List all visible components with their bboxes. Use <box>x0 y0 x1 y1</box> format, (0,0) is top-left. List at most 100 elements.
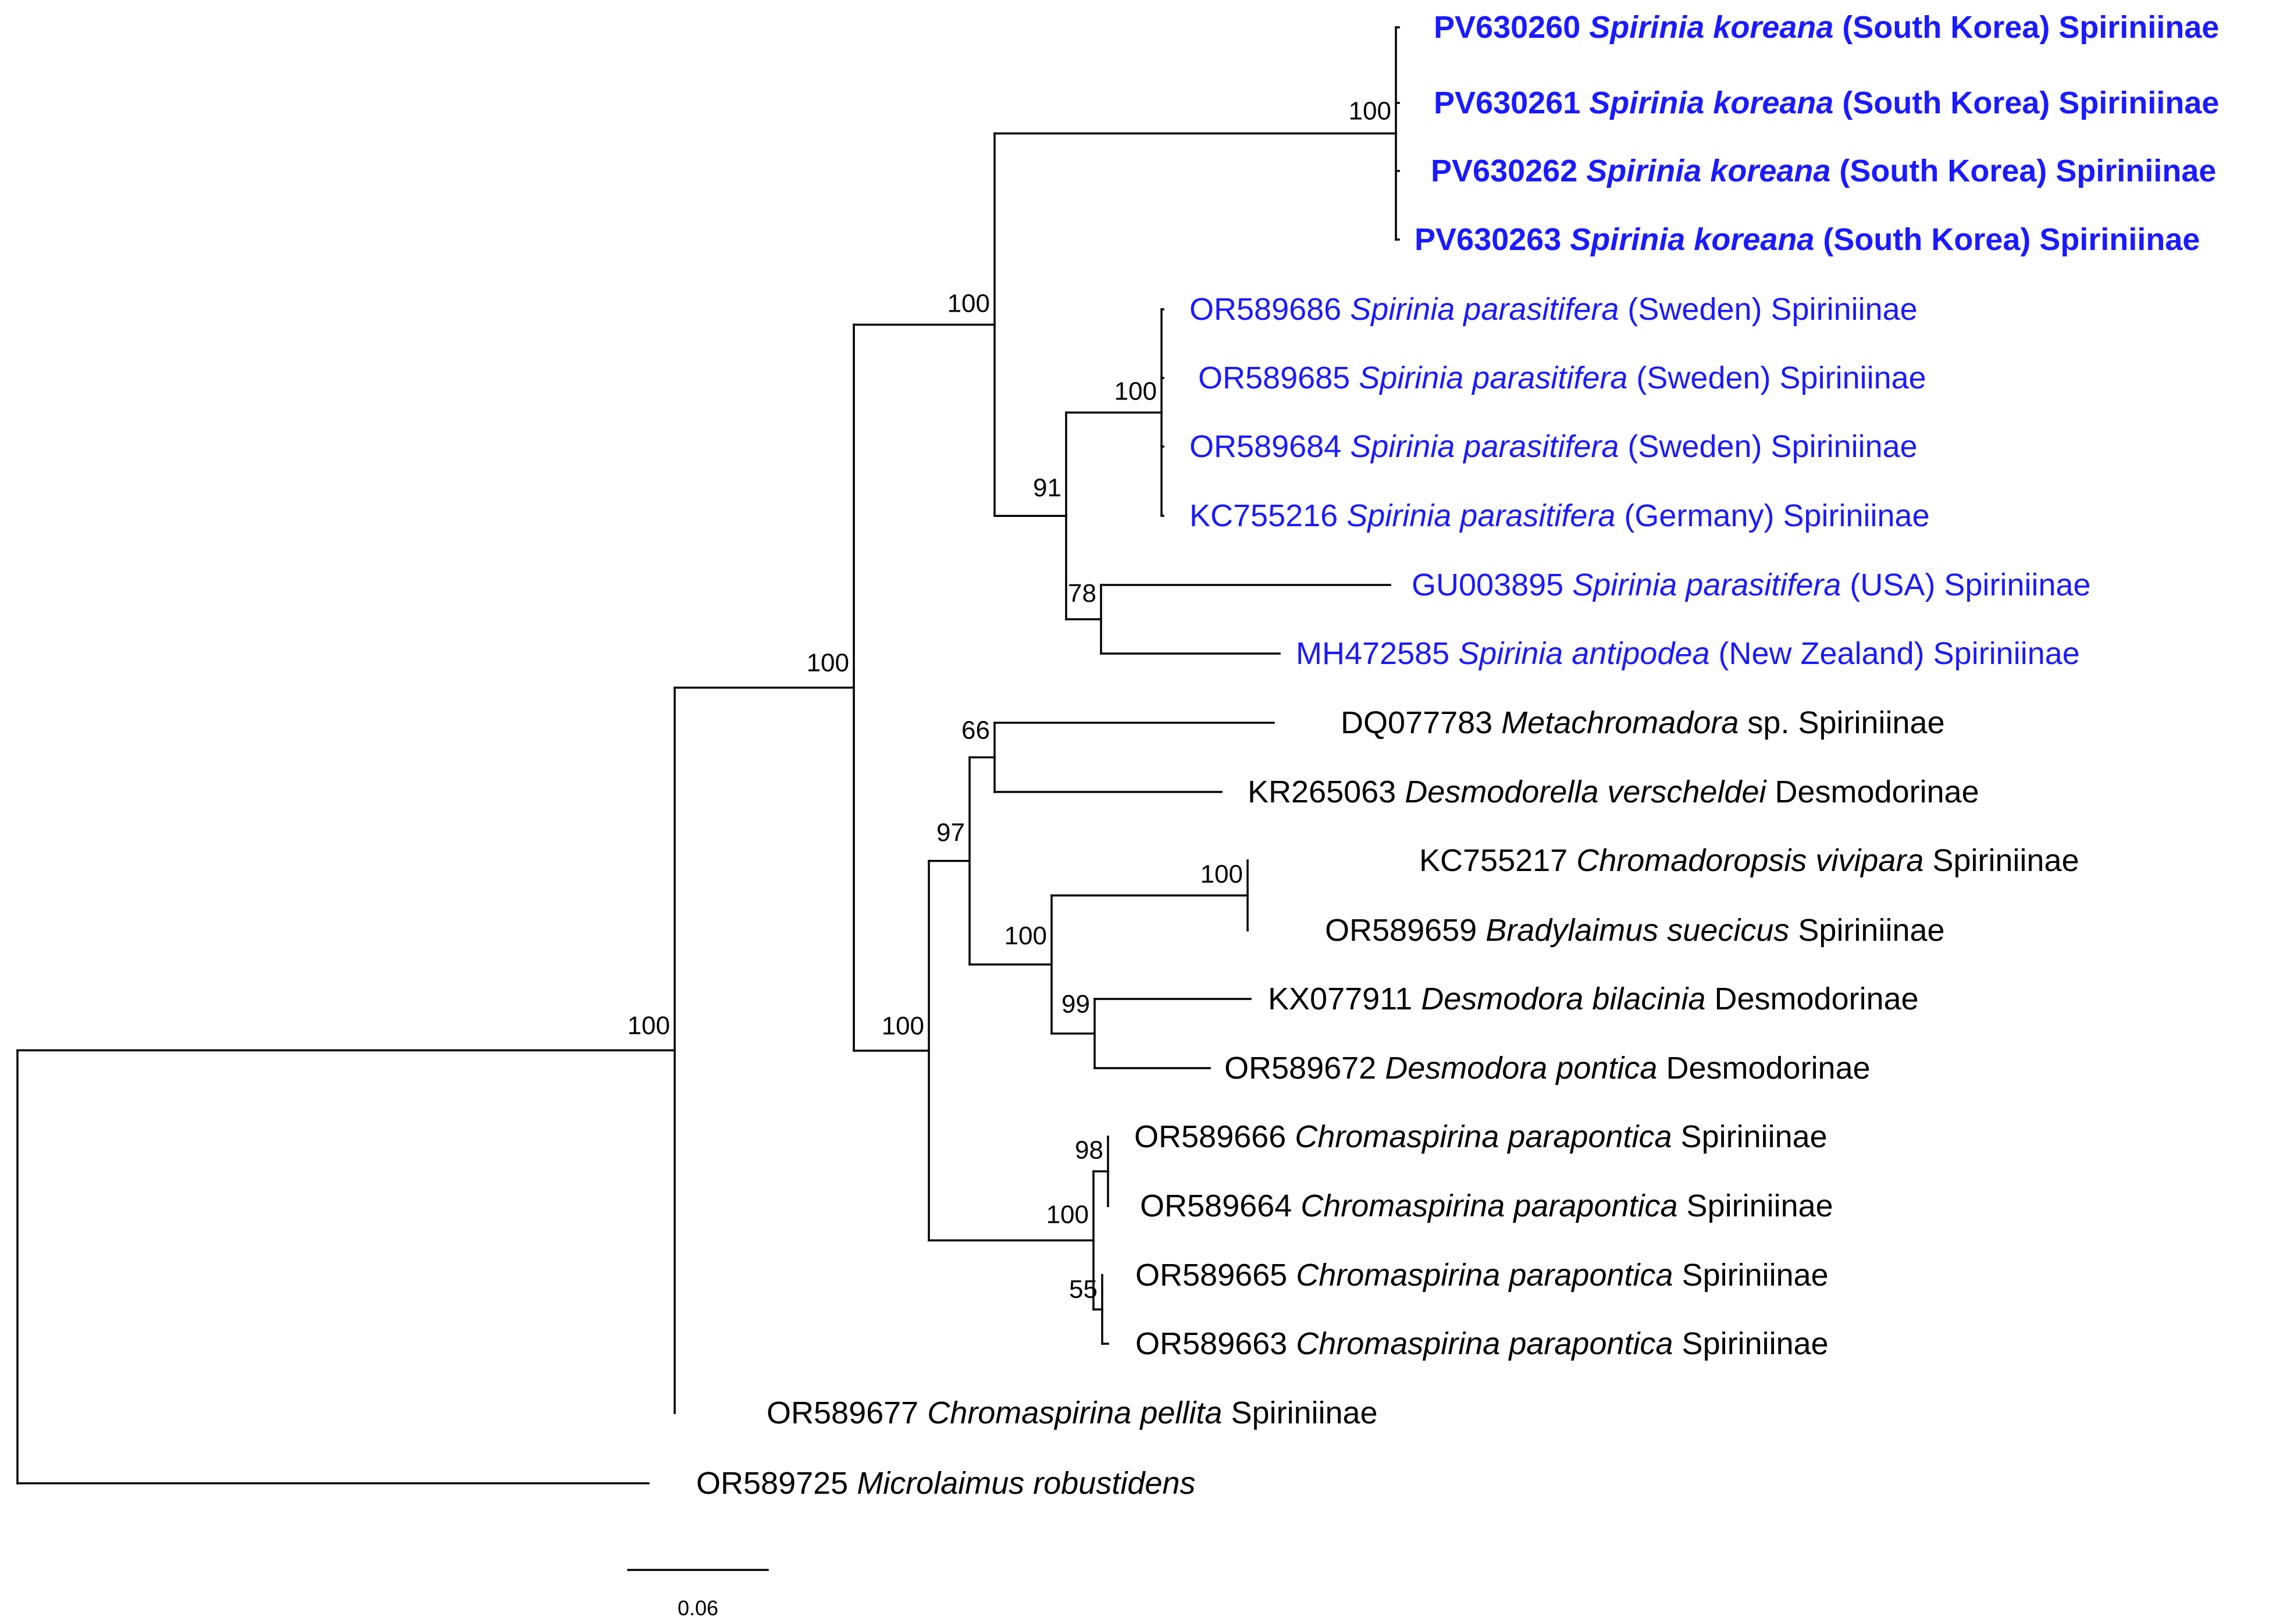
tip-label: OR589725 Microlaimus robustidens <box>696 1466 1195 1501</box>
tip-species: Spirinia antipodea <box>1458 636 1709 671</box>
tip-accession: OR589725 <box>696 1466 857 1501</box>
tip-label: OR589686 Spirinia parasitifera (Sweden) … <box>1189 292 1918 327</box>
tip-label: OR589672 Desmodora pontica Desmodorinae <box>1224 1051 1871 1086</box>
tip-label: OR589664 Chromaspirina parapontica Spiri… <box>1140 1188 1833 1223</box>
tip-details: Spiriniinae <box>1789 913 1944 948</box>
tip-details: Spiriniinae <box>1673 1326 1829 1361</box>
tip-accession: KR265063 <box>1248 774 1405 809</box>
tip-details: (Sweden) Spiriniinae <box>1619 429 1917 464</box>
tip-details: Desmodorinae <box>1766 774 1979 809</box>
tip-species: Spirinia parasitifera <box>1346 498 1615 533</box>
support-value: 99 <box>1061 990 1090 1019</box>
tip-label: KR265063 Desmodorella verscheldei Desmod… <box>1248 774 1979 809</box>
tip-label: GU003895 Spirinia parasitifera (USA) Spi… <box>1412 567 2091 602</box>
tip-label: MH472585 Spirinia antipodea (New Zealand… <box>1296 636 2080 671</box>
tip-details: (Sweden) Spiriniinae <box>1619 292 1917 327</box>
support-value: 91 <box>1033 473 1061 502</box>
tip-label: PV630262 Spirinia koreana (South Korea) … <box>1431 154 2216 188</box>
tip-species: Spirinia koreana <box>1570 222 1814 257</box>
support-value: 100 <box>628 1011 670 1040</box>
support-value: 100 <box>882 1012 924 1040</box>
tip-accession: OR589672 <box>1224 1051 1385 1086</box>
tip-species: Microlaimus robustidens <box>857 1466 1195 1501</box>
tip-species: Metachromadora <box>1501 705 1738 740</box>
tip-label: OR589659 Bradylaimus suecicus Spiriniina… <box>1325 913 1945 948</box>
tip-accession: GU003895 <box>1412 567 1572 602</box>
tip-accession: MH472585 <box>1296 636 1458 671</box>
tip-species: Chromaspirina pellita <box>927 1395 1222 1430</box>
tip-label: DQ077783 Metachromadora sp. Spiriniinae <box>1341 705 1945 740</box>
tip-accession: DQ077783 <box>1341 705 1501 740</box>
tip-label: PV630263 Spirinia koreana (South Korea) … <box>1415 222 2200 257</box>
tip-details: Spiriniinae <box>1678 1188 1833 1223</box>
tip-accession: PV630261 <box>1434 85 1589 120</box>
tip-species: Spirinia koreana <box>1589 85 1833 120</box>
support-value: 100 <box>807 649 849 677</box>
tip-accession: OR589663 <box>1135 1326 1296 1361</box>
tip-accession: PV630263 <box>1415 222 1570 257</box>
tip-species: Chromaspirina parapontica <box>1296 1258 1673 1293</box>
tip-accession: OR589684 <box>1189 429 1350 464</box>
support-value: 97 <box>936 819 965 847</box>
support-values: 100 100 91 78 100 66 97 100 100 99 100 98 55 100 100 10… <box>628 97 1391 1304</box>
tip-label: KX077911 Desmodora bilacinia Desmodorina… <box>1268 981 1919 1016</box>
tree-branches <box>16 26 1400 1484</box>
tip-species: Spirinia parasitifera <box>1359 361 1627 395</box>
tip-details: (South Korea) Spiriniinae <box>1830 154 2216 188</box>
support-value: 100 <box>1004 922 1047 950</box>
tip-label: PV630260 Spirinia koreana (South Korea) … <box>1434 10 2219 45</box>
tip-details: (Sweden) Spiriniinae <box>1627 361 1926 395</box>
tip-accession: PV630260 <box>1434 10 1589 45</box>
tip-species: Spirinia parasitifera <box>1572 567 1841 602</box>
tip-accession: KC755217 <box>1419 843 1576 878</box>
support-value: 100 <box>1046 1200 1089 1229</box>
tip-species: Spirinia parasitifera <box>1350 429 1619 464</box>
tip-species: Desmodorella verscheldei <box>1405 774 1767 809</box>
tip-accession: OR589664 <box>1140 1188 1301 1223</box>
tip-label: OR589684 Spirinia parasitifera (Sweden) … <box>1189 429 1918 464</box>
tip-species: Chromadoropsis vivipara <box>1576 843 1923 878</box>
tip-label: OR589677 Chromaspirina pellita Spiriniin… <box>767 1395 1378 1430</box>
tip-accession: PV630262 <box>1431 154 1586 188</box>
tip-details: sp. Spiriniinae <box>1738 705 1944 740</box>
tip-species: Desmodora bilacinia <box>1421 981 1705 1016</box>
tip-label: OR589666 Chromaspirina parapontica Spiri… <box>1134 1119 1827 1154</box>
tip-accession: KX077911 <box>1268 981 1421 1016</box>
tip-species: Spirinia koreana <box>1589 10 1833 45</box>
tip-label: OR589663 Chromaspirina parapontica Spiri… <box>1135 1326 1829 1361</box>
tip-species: Chromaspirina parapontica <box>1295 1119 1672 1154</box>
support-value: 78 <box>1068 579 1096 608</box>
tip-label: PV630261 Spirinia koreana (South Korea) … <box>1434 85 2219 120</box>
tip-details: Spiriniinae <box>1673 1258 1829 1293</box>
tip-accession: KC755216 <box>1189 498 1346 533</box>
tip-species: Desmodora pontica <box>1385 1051 1657 1086</box>
scale-bar-label: 0.06 <box>678 1596 718 1620</box>
tip-species: Chromaspirina parapontica <box>1296 1326 1673 1361</box>
tip-details: (New Zealand) Spiriniinae <box>1710 636 2080 671</box>
scale-bar: 0.06 <box>627 1569 769 1620</box>
tip-species: Bradylaimus suecicus <box>1485 913 1789 948</box>
tip-accession: OR589659 <box>1325 913 1485 948</box>
tip-details: (Germany) Spiriniinae <box>1615 498 1929 533</box>
tip-accession: OR589685 <box>1198 361 1359 395</box>
support-value: 55 <box>1069 1275 1098 1304</box>
support-value: 100 <box>1200 860 1243 888</box>
tip-details: (South Korea) Spiriniinae <box>1814 222 2200 257</box>
tip-details: (South Korea) Spiriniinae <box>1833 85 2219 120</box>
tip-accession: OR589686 <box>1189 292 1350 327</box>
tip-details: (USA) Spiriniinae <box>1841 567 2090 602</box>
tip-label: KC755217 Chromadoropsis vivipara Spirini… <box>1419 843 2079 878</box>
tip-label: OR589685 Spirinia parasitifera (Sweden) … <box>1198 361 1926 395</box>
tip-species: Chromaspirina parapontica <box>1301 1188 1677 1223</box>
support-value: 100 <box>1349 97 1391 126</box>
tip-labels: PV630260 Spirinia koreana (South Korea) … <box>696 10 2219 1501</box>
support-value: 100 <box>1114 377 1157 406</box>
tip-accession: OR589666 <box>1134 1119 1295 1154</box>
support-value: 98 <box>1075 1136 1103 1165</box>
support-value: 100 <box>947 289 990 317</box>
tip-details: Spiriniinae <box>1222 1395 1377 1430</box>
support-value: 66 <box>961 716 990 745</box>
tip-details: Desmodorinae <box>1657 1051 1870 1086</box>
tip-details: Spiriniinae <box>1672 1119 1827 1154</box>
